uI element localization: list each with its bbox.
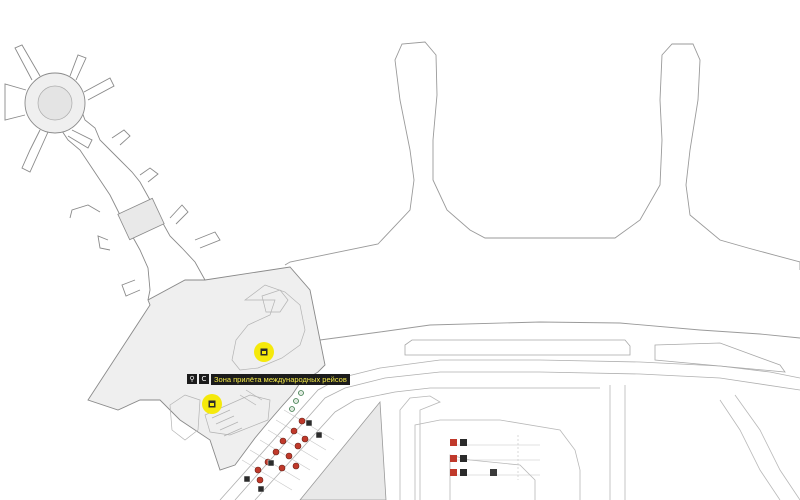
parking-lot-pois[interactable]	[450, 439, 497, 476]
parking-markers[interactable]	[254, 417, 309, 484]
parking-marker[interactable]	[254, 466, 262, 474]
parking-marker[interactable]	[298, 417, 306, 425]
parking-stripes	[241, 409, 335, 491]
poi-marker[interactable]	[490, 469, 497, 476]
parking-marker[interactable]	[256, 476, 264, 484]
poi-marker[interactable]	[450, 439, 457, 446]
transit-marker[interactable]	[293, 398, 299, 404]
parking-marker[interactable]	[285, 452, 293, 460]
pier-gate-fingers	[69, 129, 221, 297]
area-callout[interactable]: ⚲ C Зона прилёта международных рейсов	[187, 373, 350, 385]
c-icon: C	[199, 374, 209, 384]
poi-marker[interactable]	[267, 459, 275, 467]
poi-marker[interactable]	[460, 455, 467, 462]
parking-loop	[399, 395, 581, 500]
poi-marker[interactable]	[315, 431, 323, 439]
poi-marker[interactable]	[243, 475, 251, 483]
roadway-4	[404, 339, 786, 373]
callout-label: Зона прилёта международных рейсов	[211, 373, 350, 385]
apron-outline-lower	[319, 321, 800, 341]
highlight-marker-2[interactable]	[202, 394, 222, 414]
poi-marker[interactable]	[460, 469, 467, 476]
terminal-interior-2	[169, 289, 289, 441]
roadway-3	[254, 387, 600, 500]
poi-marker[interactable]	[460, 439, 467, 446]
apron-outline	[284, 41, 800, 270]
pier-building-block	[117, 197, 165, 241]
terminal-gates	[211, 389, 263, 437]
roadway-2	[234, 371, 800, 500]
poi-marker[interactable]	[257, 485, 265, 493]
parking-marker[interactable]	[290, 427, 298, 435]
parking-marker[interactable]	[278, 464, 286, 472]
highlight-marker-1[interactable]	[254, 342, 274, 362]
poi-marker[interactable]	[450, 455, 457, 462]
poi-marker[interactable]	[305, 419, 313, 427]
parking-loop-2	[609, 385, 800, 500]
poi-marker[interactable]	[450, 469, 457, 476]
terminal-building	[87, 266, 326, 471]
parking-marker[interactable]	[272, 448, 280, 456]
terminal-interior	[231, 284, 306, 371]
baggage-icon: ⚲	[187, 374, 197, 384]
green-markers[interactable]	[289, 390, 304, 412]
satellite-gates	[4, 44, 115, 173]
satellite-core	[37, 85, 73, 121]
parking-marker[interactable]	[292, 462, 300, 470]
parking-marker[interactable]	[294, 442, 302, 450]
transit-marker[interactable]	[289, 406, 295, 412]
parking-structure	[299, 400, 387, 500]
poi-markers[interactable]	[243, 419, 323, 493]
parking-marker[interactable]	[279, 437, 287, 445]
transit-marker[interactable]	[298, 390, 304, 396]
parking-marker[interactable]	[301, 435, 309, 443]
